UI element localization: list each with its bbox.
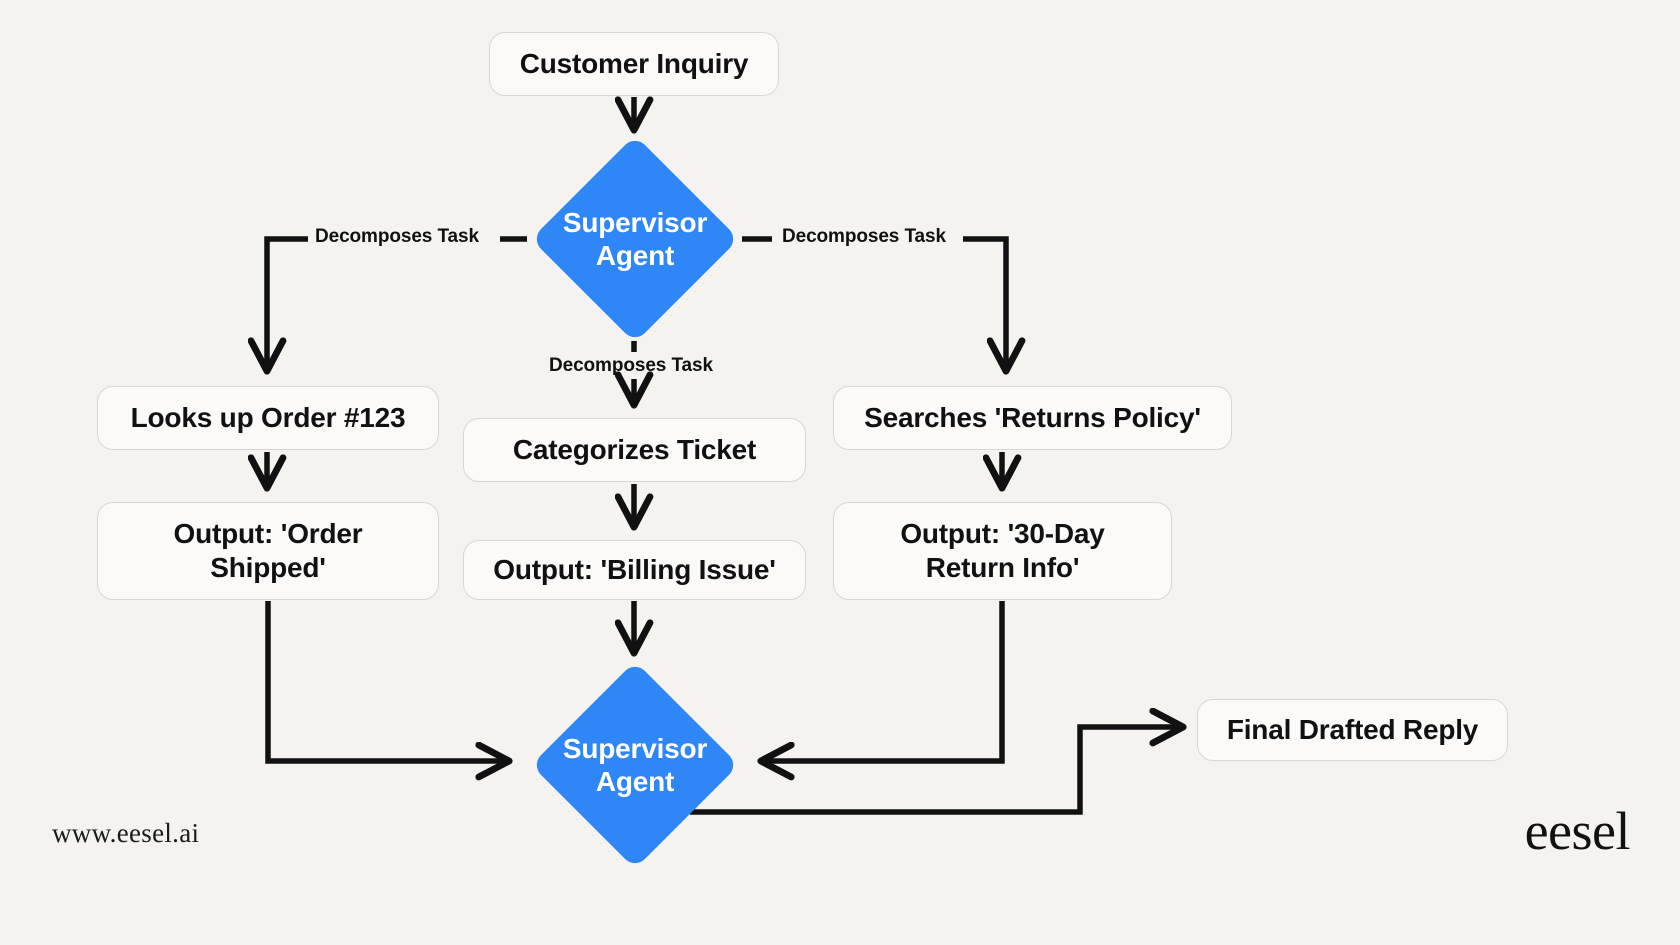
footer-website-url: www.eesel.ai [52, 818, 200, 848]
node-customer-inquiry[interactable]: Customer Inquiry [489, 32, 779, 96]
node-output-billing-issue[interactable]: Output: 'Billing Issue' [463, 540, 806, 600]
edge-label-decomposes-task-left: Decomposes Task [315, 226, 479, 247]
node-label: Supervisor Agent [562, 732, 708, 797]
node-label: Looks up Order #123 [130, 401, 406, 433]
edge-label-decomposes-task-center: Decomposes Task [549, 355, 713, 376]
brand-logo-eesel: eesel [1524, 801, 1631, 861]
node-supervisor-agent-top[interactable]: Supervisor Agent [531, 135, 739, 343]
edge-output-returns-to-supervisor-bottom [764, 601, 1005, 761]
edge-supervisor-to-searches-returns [963, 236, 1006, 368]
node-label: Customer Inquiry [519, 47, 749, 79]
edge-supervisor-bottom-to-final-reply [690, 727, 1180, 815]
edge-supervisor-to-looks-up-order [267, 236, 308, 368]
node-output-30-day-return-info[interactable]: Output: '30-Day Return Info' [833, 502, 1172, 600]
node-label: Final Drafted Reply [1226, 713, 1479, 745]
node-label: Searches 'Returns Policy' [864, 401, 1201, 433]
node-label: Output: 'Order Shipped' [173, 517, 363, 583]
node-output-order-shipped[interactable]: Output: 'Order Shipped' [97, 502, 439, 600]
node-label: Supervisor Agent [562, 206, 708, 271]
node-label: Categorizes Ticket [512, 433, 757, 465]
node-looks-up-order[interactable]: Looks up Order #123 [97, 386, 439, 450]
node-searches-returns-policy[interactable]: Searches 'Returns Policy' [833, 386, 1232, 450]
node-supervisor-agent-bottom[interactable]: Supervisor Agent [531, 661, 739, 869]
edge-output-order-to-supervisor-bottom [265, 601, 506, 761]
node-final-drafted-reply[interactable]: Final Drafted Reply [1197, 699, 1508, 761]
edge-label-decomposes-task-right: Decomposes Task [782, 226, 946, 247]
node-categorizes-ticket[interactable]: Categorizes Ticket [463, 418, 806, 482]
node-label: Output: 'Billing Issue' [493, 553, 776, 585]
node-label: Output: '30-Day Return Info' [900, 517, 1105, 583]
